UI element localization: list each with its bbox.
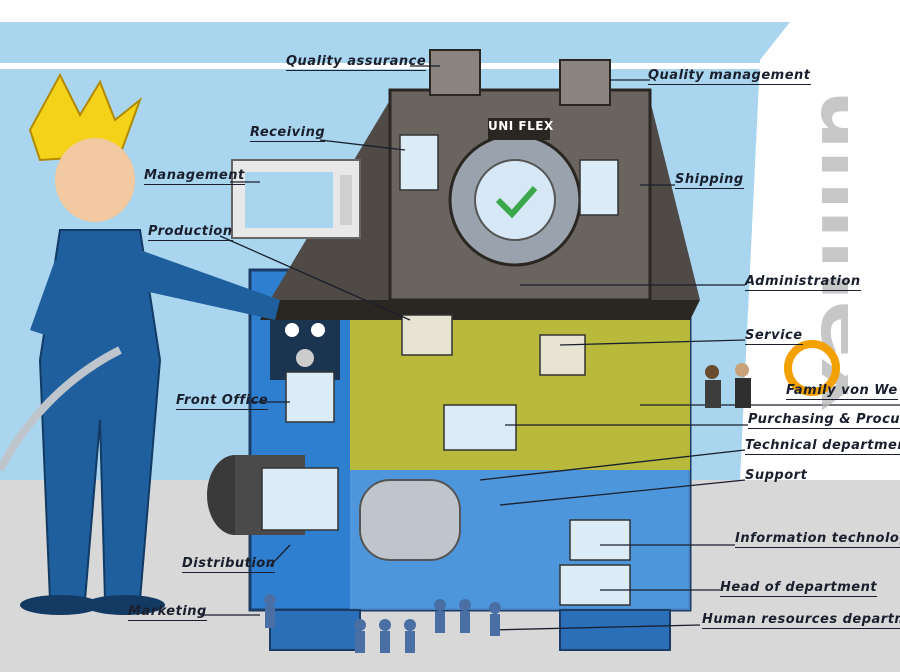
label-service: Service [745, 328, 803, 345]
label-purchasing: Purchasing & Procure [748, 412, 900, 429]
label-shipping: Shipping [675, 172, 744, 189]
family-figures [705, 363, 751, 408]
watermark-text: uniflex [802, 90, 848, 412]
shipping-scene [579, 159, 619, 216]
label-front-office: Front Office [176, 393, 269, 410]
label-family: Family von We [786, 383, 898, 400]
label-technical-department: Technical department [745, 438, 900, 455]
leader-lines [200, 65, 900, 631]
head-of-department-scene [559, 564, 631, 606]
label-administration: Administration [745, 274, 861, 291]
label-quality-assurance: Quality assurance [286, 54, 427, 71]
machine-base [248, 268, 692, 651]
worker-figure [0, 72, 280, 615]
label-quality-management: Quality management [648, 68, 811, 85]
people-group [264, 594, 501, 653]
label-production: Production [148, 224, 233, 241]
uniflex-watermark: uniflex [784, 90, 848, 412]
checkmark-icon [495, 186, 538, 219]
front-office-scene [285, 371, 335, 423]
distribution-scene [261, 467, 339, 531]
press-head [260, 49, 700, 320]
label-support: Support [745, 468, 808, 483]
receiving-scene [399, 134, 439, 191]
it-scene [569, 519, 631, 561]
label-receiving: Receiving [250, 125, 326, 142]
purchasing-scene [443, 404, 517, 451]
label-human-resources: Human resources department [702, 612, 900, 629]
label-marketing: Marketing [128, 604, 207, 621]
service-scene [539, 334, 586, 376]
label-management: Management [144, 168, 245, 185]
watermark-ring-icon [784, 340, 840, 396]
management-monitor [231, 159, 361, 239]
brand-plate: UNI FLEX [488, 119, 554, 133]
label-information-technology: Information technology [735, 531, 900, 548]
production-scene [401, 314, 453, 356]
motor [207, 455, 461, 561]
label-distribution: Distribution [182, 556, 276, 573]
label-head-of-department: Head of department [720, 580, 878, 597]
